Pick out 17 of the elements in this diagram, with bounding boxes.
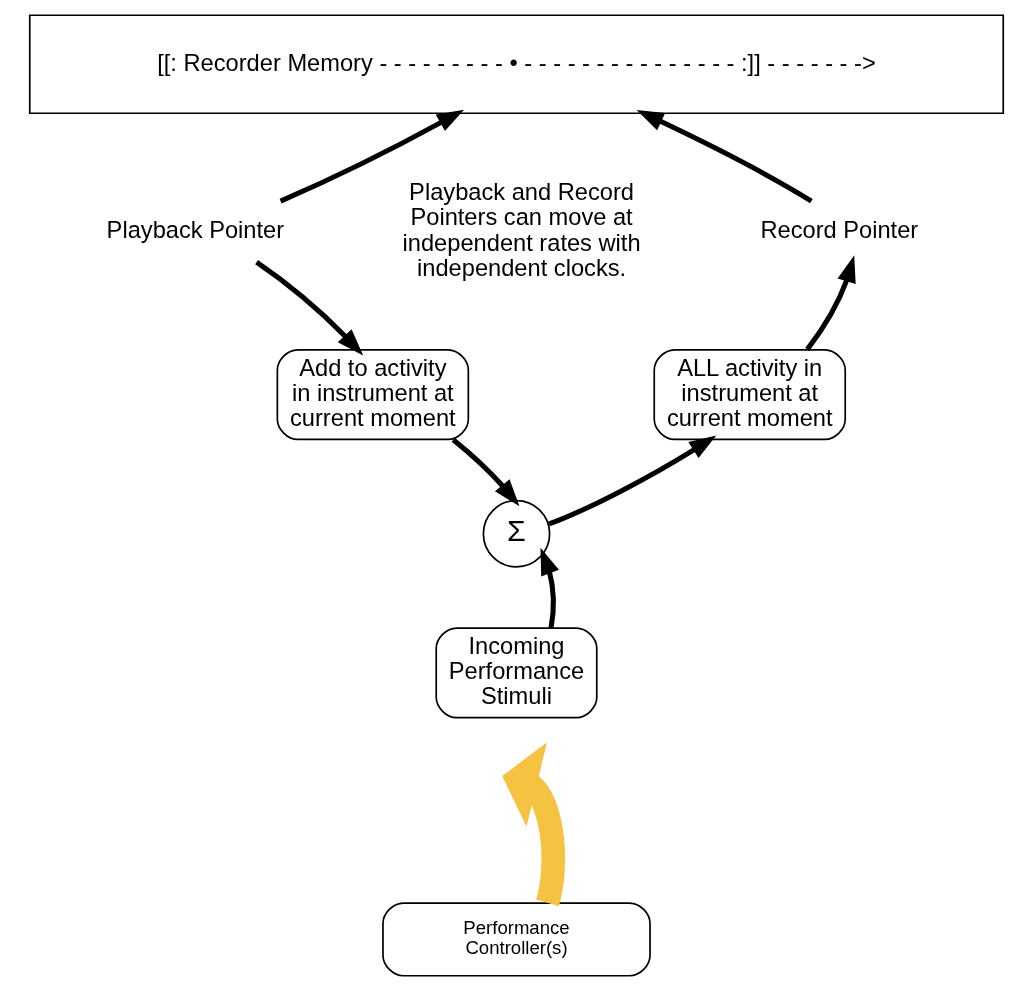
arrow xyxy=(254,260,363,356)
node-box: ALL activity in instrument at current moment xyxy=(652,349,846,441)
arrow xyxy=(547,435,716,527)
node-box: Add to activity in instrument at current moment xyxy=(276,349,469,441)
arrow xyxy=(804,255,856,351)
node-box: [[: Recorder Memory - - - - - - - - - • - - - - - - - - - - - - - - - :]] - - - - - - -> xyxy=(28,14,1004,115)
arrow xyxy=(451,437,519,507)
arrow xyxy=(539,547,559,629)
arrow xyxy=(636,110,813,204)
label: Playback and Record Pointers can move at independent rates with independent clocks. xyxy=(402,178,641,281)
arrow xyxy=(501,742,565,906)
node-box: Incoming Performance Stimuli xyxy=(434,627,598,719)
node-circle: Σ xyxy=(482,499,550,568)
node-text: Playback Pointer xyxy=(106,216,284,243)
node-text: Record Pointer xyxy=(759,216,918,243)
node-box: Performance Controller(s) xyxy=(381,902,651,977)
arrow xyxy=(279,109,464,204)
